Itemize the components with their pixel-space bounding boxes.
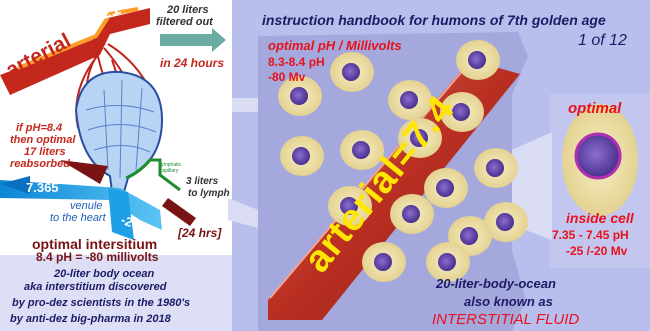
interstitial-cell-nucleus xyxy=(486,159,504,177)
interstitial-cell-nucleus xyxy=(352,141,370,159)
footer-line-2: also known as xyxy=(464,294,553,309)
page-indicator: 1 of 12 xyxy=(578,32,627,50)
connector-bottom xyxy=(228,198,258,228)
venule-line-2: to the heart xyxy=(50,212,106,224)
cell-label: inside cell xyxy=(566,210,634,226)
lymph-line-1: 3 liters xyxy=(186,176,218,187)
reabsorbed-line-4: reabsorbed xyxy=(10,158,70,170)
footer-line-3: INTERSTITIAL FLUID xyxy=(432,311,579,328)
ocean-line-4: by anti-dez big-pharma in 2018 xyxy=(10,313,171,325)
intersitium-value: 8.4 pH = -80 millivolts xyxy=(36,250,158,264)
footer-line-1: 20-liter-body-ocean xyxy=(436,276,556,291)
cell-mv-range: -25 /-20 Mv xyxy=(566,244,627,258)
interstitial-cell-nucleus xyxy=(342,63,360,81)
ocean-line-3: by pro-dez scientists in the 1980's xyxy=(12,297,190,309)
reabsorbed-line-2: then optimal xyxy=(10,134,75,146)
reabsorbed-line-3: 17 liters xyxy=(24,146,66,158)
ph-range: 8.3-8.4 pH xyxy=(268,55,325,69)
interstitial-cell-nucleus xyxy=(460,227,478,245)
interstitial-cell-nucleus xyxy=(438,253,456,271)
lymph-capillary-label: lymphatic capillary xyxy=(160,162,186,174)
interstitial-cell-nucleus xyxy=(374,253,392,271)
lymph-line-2: to lymph xyxy=(188,188,230,199)
reabsorbed-line-1: if pH=8.4 xyxy=(16,122,62,134)
interstitial-cell-nucleus xyxy=(496,213,514,231)
interstitial-cell-nucleus xyxy=(290,87,308,105)
lymph-time: [24 hrs] xyxy=(178,226,221,240)
cell-title: optimal xyxy=(568,100,621,117)
venule-ph: 7.365 xyxy=(26,180,59,195)
ocean-line-1: 20-liter body ocean xyxy=(54,268,154,280)
connector-top xyxy=(232,98,258,112)
filtered-line-1: 20 liters xyxy=(167,4,209,16)
filtered-line-3: in 24 hours xyxy=(160,56,224,70)
ph-title: optimal pH / Millivolts xyxy=(268,38,402,53)
cell-ph-range: 7.35 - 7.45 pH xyxy=(552,228,629,242)
ocean-line-2: aka interstitium discovered xyxy=(24,281,166,293)
interstitial-cell-nucleus xyxy=(402,205,420,223)
mv-value: -80 Mv xyxy=(268,70,305,84)
interstitial-cell-nucleus xyxy=(436,179,454,197)
filtered-line-2: filtered out xyxy=(156,16,213,28)
big-cell-nucleus xyxy=(576,134,620,178)
interstitial-cell-nucleus xyxy=(292,147,310,165)
handbook-title: instruction handbook for humons of 7th g… xyxy=(262,12,606,28)
interstitial-cell-nucleus xyxy=(468,51,486,69)
venule-line-1: venule xyxy=(70,200,102,212)
